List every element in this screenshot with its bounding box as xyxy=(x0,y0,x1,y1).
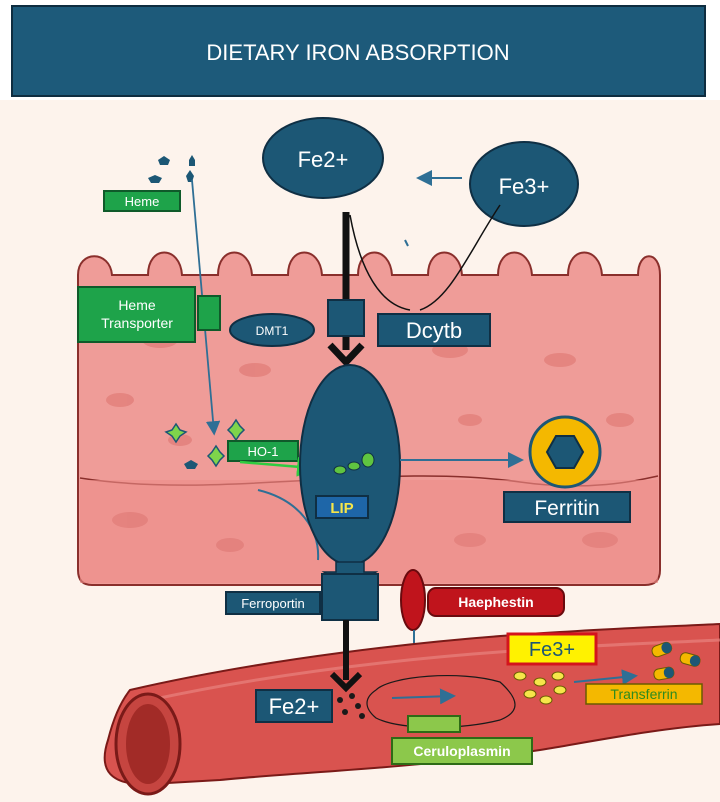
haephestin-protein: Haephestin xyxy=(400,569,565,631)
page-title: DIETARY IRON ABSORPTION xyxy=(206,40,509,65)
lip-label: LIP xyxy=(330,500,353,517)
fe2-blood-label: Fe2+ xyxy=(255,689,333,723)
blood-flow-arrow xyxy=(391,688,456,705)
ceruloplasmin-label: Ceruloplasmin xyxy=(391,737,533,765)
svg-text:Ferritin: Ferritin xyxy=(534,497,599,520)
ho1-label: HO-1 xyxy=(227,440,299,462)
dcytb-curve-right xyxy=(419,204,501,311)
svg-text:Fe2+: Fe2+ xyxy=(269,694,320,719)
heme-molecule-icon xyxy=(148,155,195,183)
svg-text:HO-1: HO-1 xyxy=(247,444,278,459)
ferritin-label: Ferritin xyxy=(503,491,631,523)
fe3-top-node: Fe3+ xyxy=(469,141,579,227)
fe2-top-node: Fe2+ xyxy=(262,117,384,199)
haephestin-label: Haephestin xyxy=(458,594,533,610)
svg-text:Heme: Heme xyxy=(125,194,160,209)
ferroportin-label: Ferroportin xyxy=(225,591,321,615)
dmt1-transporter xyxy=(327,299,365,337)
heme-label: Heme xyxy=(103,190,181,212)
labile-iron-pool: LIP xyxy=(299,364,401,566)
dmt1-label: DMT1 xyxy=(229,313,315,347)
export-arrow-head xyxy=(329,671,363,693)
fe3-particles xyxy=(513,671,567,705)
iron-dot-icon xyxy=(337,693,365,719)
svg-text:Fe2+: Fe2+ xyxy=(298,147,349,172)
fe3-to-transferrin-arrow xyxy=(573,669,638,686)
svg-text:Fe3+: Fe3+ xyxy=(499,174,550,199)
svg-text:Fe3+: Fe3+ xyxy=(529,639,575,661)
fe3-blood-label: Fe3+ xyxy=(506,632,598,666)
uptake-arrow-head xyxy=(327,342,365,368)
svg-text:Ferroportin: Ferroportin xyxy=(241,596,305,611)
heme-transporter-label: Heme Transporter xyxy=(77,286,196,343)
ferroportin-channel xyxy=(321,561,379,621)
heme-molecules-inside xyxy=(164,418,246,469)
svg-text:Heme: Heme xyxy=(118,297,156,313)
svg-text:Transferrin: Transferrin xyxy=(610,686,677,702)
dcytb-label: Dcytb xyxy=(377,313,491,347)
ceruloplasmin-protein xyxy=(407,715,461,733)
transferrin-label: Transferrin xyxy=(585,683,703,705)
svg-text:DMT1: DMT1 xyxy=(256,324,289,338)
dcytb-curve-left xyxy=(349,214,411,311)
svg-text:Dcytb: Dcytb xyxy=(406,318,462,343)
transferrin-capsule-icon xyxy=(651,641,701,681)
svg-text:Ceruloplasmin: Ceruloplasmin xyxy=(413,743,510,759)
heme-transporter-channel xyxy=(197,295,221,331)
ferritin-hexagon-icon xyxy=(528,415,602,489)
title-banner: DIETARY IRON ABSORPTION xyxy=(11,5,706,97)
svg-text:Transporter: Transporter xyxy=(101,315,173,331)
